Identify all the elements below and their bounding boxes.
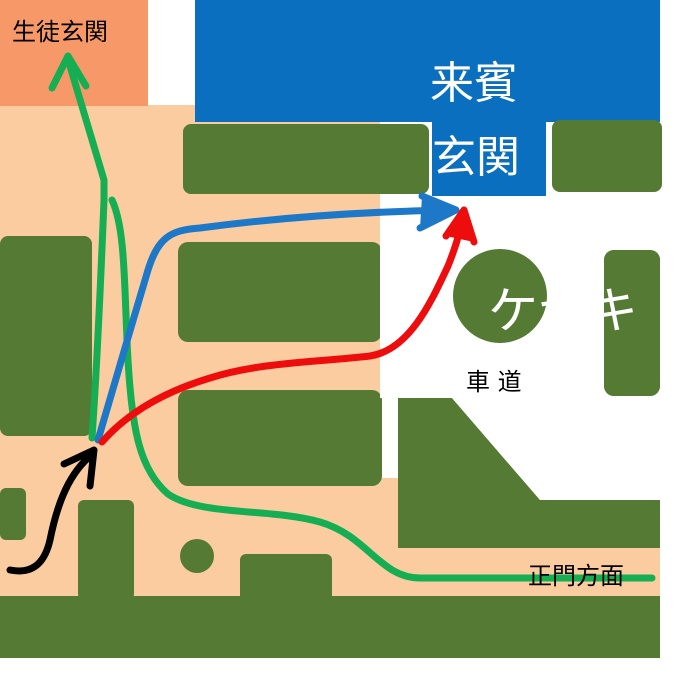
route-red-arrowhead bbox=[442, 206, 478, 246]
hedge-top-left bbox=[183, 124, 429, 194]
hedge-bottom-pillar bbox=[78, 500, 134, 600]
roadway-label: 車 道 bbox=[466, 368, 522, 396]
route-black bbox=[6, 454, 92, 575]
route-blue bbox=[94, 206, 456, 444]
main-gate-label: 正門方面 bbox=[528, 562, 624, 590]
hedge-bottom-block bbox=[240, 554, 332, 602]
hedge-center-upper bbox=[178, 242, 382, 342]
guest-entrance-label-1: 来賓 bbox=[430, 58, 518, 109]
guest-entrance-door bbox=[432, 118, 546, 196]
hedge-center-lower bbox=[178, 390, 382, 486]
guest-entrance-label-2: 玄関 bbox=[432, 132, 520, 183]
guest-entrance-building bbox=[195, 0, 660, 122]
hedge-top-right bbox=[552, 120, 662, 192]
route-green-main bbox=[108, 196, 656, 582]
route-black-arrowhead bbox=[60, 446, 98, 490]
keyaki-label: ケヤキ bbox=[488, 282, 638, 340]
hedge-small-round bbox=[180, 539, 214, 573]
student-entrance-label: 生徒玄関 bbox=[12, 18, 108, 46]
hedge-right-strip-redraw bbox=[604, 250, 660, 396]
hedge-left-lower bbox=[0, 488, 26, 540]
route-red bbox=[98, 216, 466, 446]
keyaki-tree-icon-redraw bbox=[453, 249, 547, 343]
route-green-left bbox=[66, 62, 108, 442]
route-green-arrowhead bbox=[48, 52, 90, 92]
route-blue-arrowhead bbox=[416, 192, 460, 232]
hedge-left-upper bbox=[0, 236, 92, 436]
hedge-roadside bbox=[398, 398, 660, 548]
hedge-bottom-strip bbox=[0, 596, 660, 658]
roadway-area bbox=[380, 196, 660, 500]
